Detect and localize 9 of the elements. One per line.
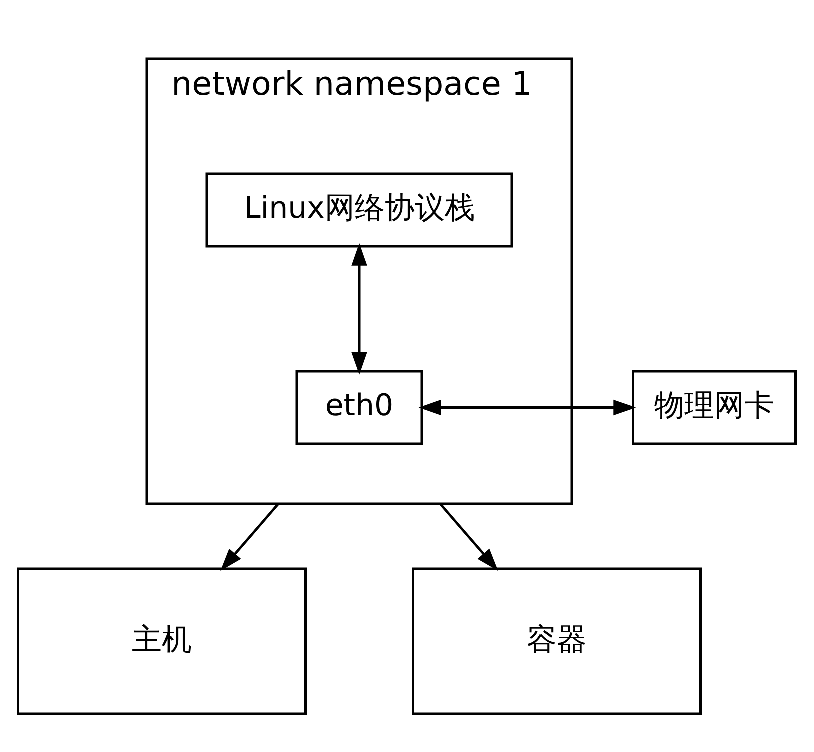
arrow: [440, 502, 498, 571]
arrow: [418, 399, 636, 416]
arrow: [352, 242, 368, 374]
node-box: 容器: [412, 567, 702, 715]
node-box: 主机: [17, 567, 307, 715]
node-box: Linux网络协议栈: [206, 172, 514, 248]
node-box: 物理网卡: [632, 370, 797, 445]
node-box: eth0: [296, 370, 424, 445]
arrow: [220, 502, 280, 571]
